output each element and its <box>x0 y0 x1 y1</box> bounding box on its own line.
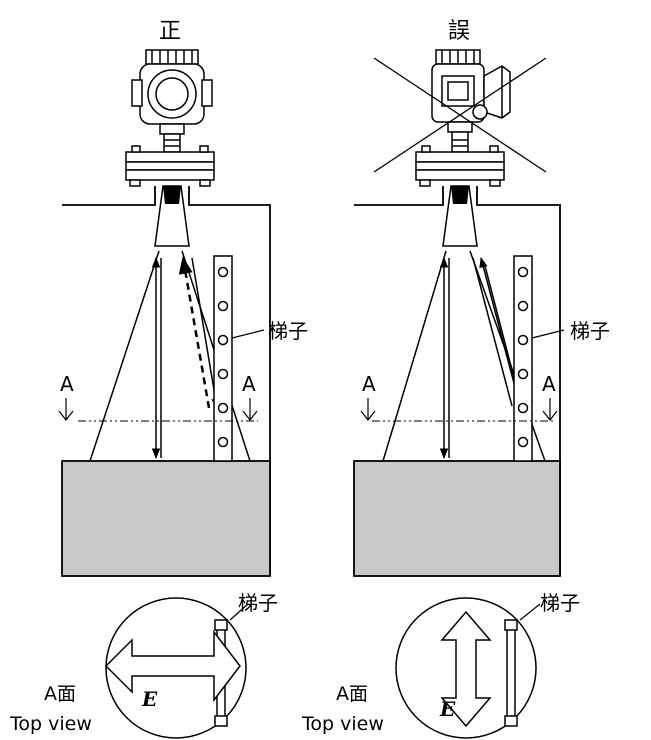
left-ladder <box>213 255 233 462</box>
right-ladder-label: 梯子 <box>570 319 610 343</box>
left-panel: 正 <box>58 19 308 577</box>
right-ladder-reflection <box>472 257 513 407</box>
right-ladder <box>513 255 533 462</box>
field-direction-vertical-arrow <box>440 610 492 728</box>
top-view-left-ladder-label: 梯子 <box>238 591 278 615</box>
left-section-marker-a: A <box>60 372 74 396</box>
right-beam-edge <box>382 250 447 462</box>
top-view-right-field-symbol: E <box>439 697 456 721</box>
right-section-marker-a: A <box>362 372 376 396</box>
top-view-right: E 梯子 A面 Top view <box>301 591 580 739</box>
right-liquid-surface <box>353 460 561 577</box>
top-view-right-circle <box>395 597 537 739</box>
left-transmitter <box>125 49 215 187</box>
right-transmitter <box>415 49 511 187</box>
correct-heading: 正 <box>159 19 181 44</box>
right-section-marker-a2: A <box>542 372 556 396</box>
incorrect-heading: 誤 <box>448 19 470 44</box>
top-view-left-circle <box>105 597 247 739</box>
left-tank-wall <box>62 186 156 206</box>
top-view-left-field-symbol: E <box>141 687 158 711</box>
top-view-left-face-label: A面 <box>44 683 76 705</box>
top-view-right-face-label: A面 <box>336 683 368 705</box>
top-view-right-view-label: Top view <box>301 713 384 735</box>
left-liquid-surface <box>61 460 271 577</box>
left-beam-edge <box>89 250 160 462</box>
top-view-left: E 梯子 A面 Top view <box>9 591 278 739</box>
left-ladder-reflection <box>178 256 211 409</box>
right-panel: 誤 <box>353 19 610 577</box>
field-direction-horizontal-arrow <box>104 629 241 703</box>
right-tank-wall <box>354 186 444 206</box>
top-view-left-view-label: Top view <box>9 713 92 735</box>
left-section-marker-a2: A <box>242 372 256 396</box>
left-ladder-label: 梯子 <box>268 319 308 343</box>
top-view-right-ladder-label: 梯子 <box>540 591 580 615</box>
